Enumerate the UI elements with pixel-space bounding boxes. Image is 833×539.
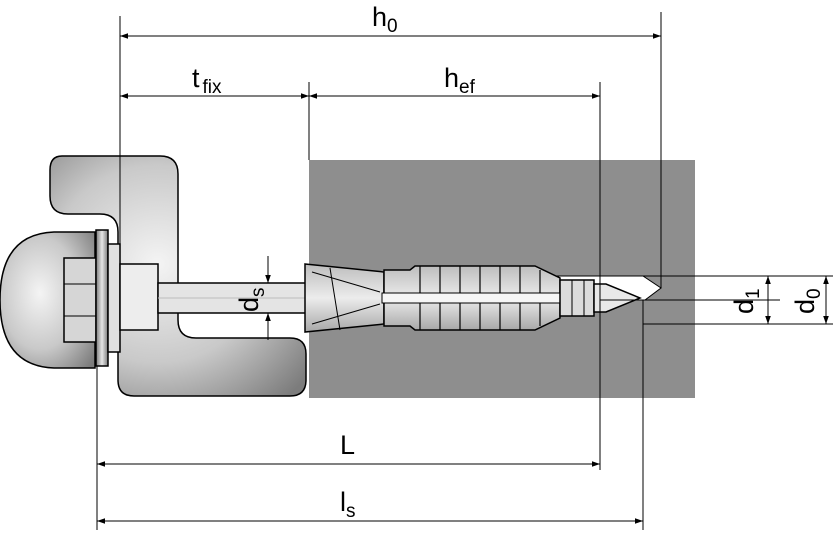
screw-head-assembly [0, 229, 159, 369]
label-ls: ls [340, 487, 356, 522]
fixture-profile [49, 155, 307, 397]
label-d1: d1 [729, 288, 764, 314]
screw-shank [157, 282, 319, 314]
label-hef: hef [444, 63, 476, 98]
plastic-plug [304, 263, 642, 333]
dimension-lines [97, 33, 829, 524]
extension-lines [96, 12, 833, 530]
label-h0: h0 [372, 2, 398, 37]
label-L: L [340, 430, 355, 460]
label-d0: d0 [790, 288, 825, 314]
label-ds: ds [234, 287, 269, 312]
